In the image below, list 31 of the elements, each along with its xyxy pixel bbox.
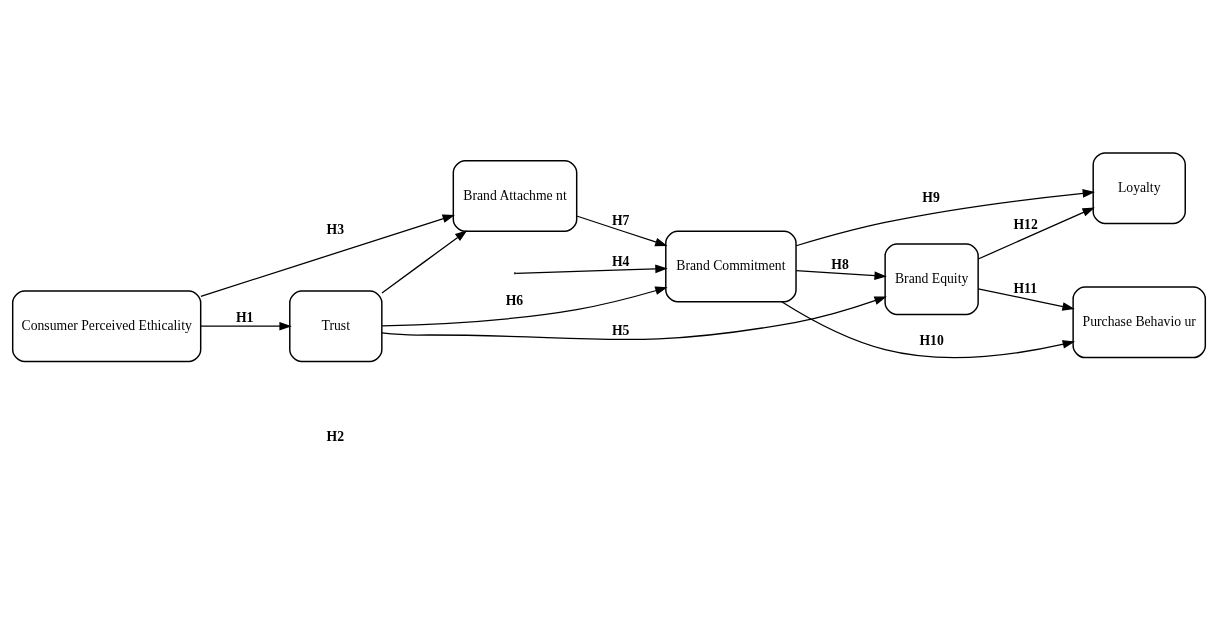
edge-label: H7	[611, 212, 630, 228]
node-box: Brand Attachme nt	[452, 160, 578, 232]
node-box: Consumer Perceived Ethicality	[11, 290, 202, 363]
edge-label: H1	[235, 309, 254, 325]
node-box: Loyalty	[1092, 152, 1186, 225]
arrow	[381, 286, 668, 327]
node-box: Brand Commitment	[665, 230, 797, 303]
edge-label: H6	[505, 292, 524, 308]
edge-label: H10	[919, 333, 944, 349]
arrow	[200, 214, 455, 297]
arrow	[795, 269, 887, 280]
arrow	[781, 301, 1075, 359]
node-box: Trust	[289, 290, 383, 363]
arrow	[515, 264, 668, 274]
edge-label: H4	[611, 253, 630, 269]
arrow	[977, 288, 1075, 311]
edge-label: H9	[922, 190, 940, 206]
edge-label: H12	[1013, 217, 1038, 233]
arrow	[200, 321, 292, 331]
edge-label: H3	[326, 222, 345, 238]
arrow	[381, 230, 468, 294]
arrow	[795, 189, 1095, 247]
node-box: Brand Equity	[884, 243, 979, 316]
arrow	[576, 215, 668, 247]
label: H2	[326, 429, 345, 445]
edge-label: H11	[1013, 281, 1037, 297]
node-box: Purchase Behavio ur	[1072, 286, 1207, 359]
edge-label: H5	[611, 323, 630, 339]
arrow	[977, 207, 1095, 260]
edge-label: H8	[831, 256, 849, 272]
arrow	[381, 296, 887, 341]
